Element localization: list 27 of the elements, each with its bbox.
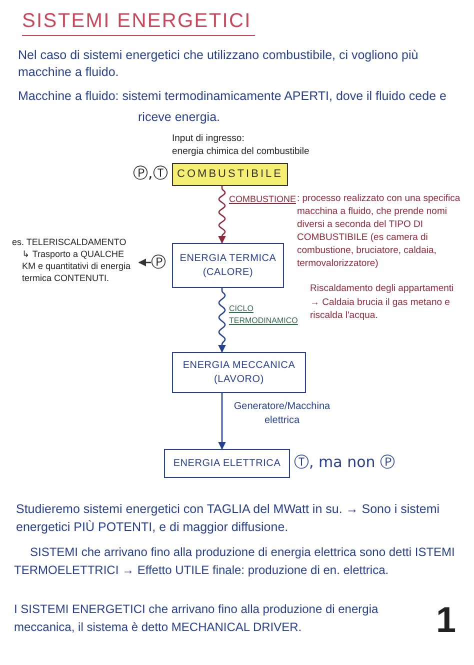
paragraph: SISTEMI che arrivano fino alla produzione di energia elettrica sono detti ISTEMI TERMOELETTRICI → Effetto UTILE finale: produzione di en. elettrica. — [14, 544, 456, 579]
note-text: Riscaldamento degli appartamenti — [310, 282, 454, 295]
arrow — [138, 258, 151, 266]
edge-label: CICLO TERMODINAMICO — [228, 303, 300, 327]
note-text: ↳ Trasporto a QUALCHE KM e quantitativi di energia termica CONTENUTI. — [21, 248, 132, 284]
process-box: ENERGIA MECCANICA (LAVORO) — [172, 352, 306, 393]
note-text: : processo realizzato con una specifica macchina a fluido, che prende nomi diversi a seconda del TIPO DI COMBUSTIBILE (es camera di combustione, bruciatore, caldaia, termovalorizzatore) — [297, 192, 462, 270]
paragraph: I SISTEMI ENERGETICI che arrivano fino alla produzione di energia meccanica, il sistema è detto MECHANICAL DRIVER. — [14, 601, 380, 636]
note-text: → Caldaia brucia il gas metano e riscalda l'acqua. — [310, 296, 451, 322]
note-text: Input di ingresso: — [172, 133, 244, 145]
title: SISTEMI ENERGETICI — [22, 10, 256, 36]
note-heading: es. TELERISCALDAMENTO — [12, 236, 128, 248]
edge-label: COMBUSTIONE — [228, 193, 298, 206]
paragraph: Studieremo sistemi energetici con TAGLIA del MWatt in su. → Sono i sistemi energetici PIÙ POTENTI, e di maggior diffusione. — [16, 501, 441, 536]
circled-letters: Ⓟ,Ⓣ — [133, 166, 168, 181]
note-text: energia chimica del combustibile — [172, 146, 310, 158]
process-box: ENERGIA TERMICA (CALORE) — [172, 243, 284, 288]
wavy-arrow — [218, 186, 226, 244]
process-box: COMBUSTIBILE — [172, 163, 288, 186]
wavy-arrow — [218, 288, 226, 353]
page-number: 1 — [436, 600, 458, 640]
circled-letter: Ⓟ — [151, 255, 166, 270]
process-box: ENERGIA ELETTRICA — [164, 449, 290, 478]
paragraph: Nel caso di sistemi energetici che utilizzano combustibile, ci vogliono più macchine a fluido. — [18, 47, 420, 81]
paragraph: Macchine a fluido: sistemi termodinamicamente APERTI, dove il fluido cede e riceve energia. — [18, 88, 448, 126]
arrow — [218, 393, 226, 450]
annotation-text: Ⓣ, ma non Ⓟ — [294, 455, 396, 470]
